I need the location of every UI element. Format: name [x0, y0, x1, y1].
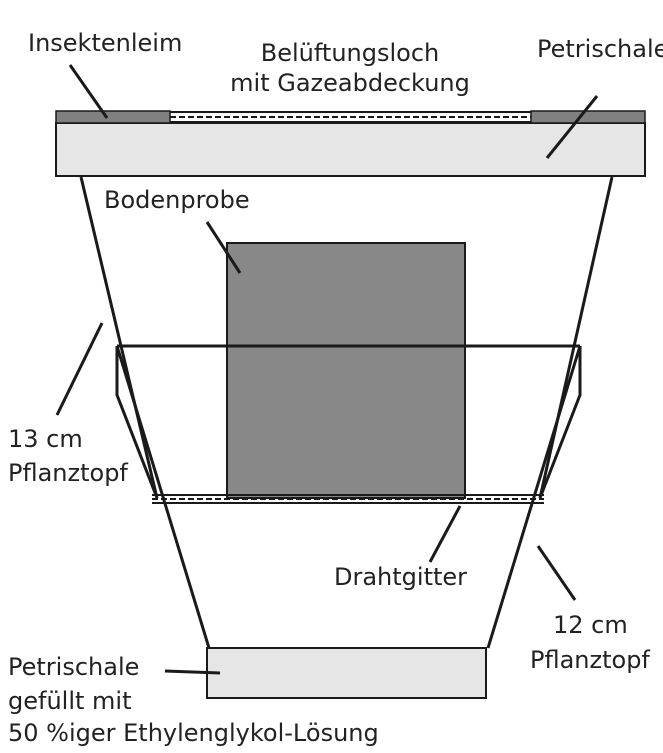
soil-sample	[226, 242, 466, 499]
insect-glue-right	[530, 110, 646, 124]
label-bodenprobe: Bodenprobe	[104, 186, 250, 214]
pot-13cm	[79, 176, 614, 499]
leader-pot12	[536, 545, 577, 601]
label-ethylenglykol: 50 %iger Ethylenglykol-Lösung	[8, 719, 379, 747]
label-drahtgitter: Drahtgitter	[334, 563, 468, 591]
pot-12cm	[115, 345, 582, 649]
top-petri-dish	[55, 122, 646, 177]
label-vent-line2: mit Gazeabdeckung	[230, 69, 470, 97]
label-pot12-size: 12 cm	[553, 611, 628, 639]
label-petrischale-bottom: Petrischale	[8, 653, 140, 681]
wire-mesh	[152, 494, 544, 504]
insect-glue-left	[55, 110, 171, 124]
label-insektenleim: Insektenleim	[28, 29, 183, 57]
bottom-petri-dish	[206, 647, 487, 699]
leader-bodenprobe	[205, 221, 242, 274]
leader-pot13	[55, 322, 104, 416]
label-petrischale-top: Petrischale	[537, 35, 663, 63]
label-pot12-name: Pflanztopf	[530, 646, 650, 674]
label-pot13-name: Pflanztopf	[8, 459, 128, 487]
leader-petrischale-top	[545, 95, 599, 159]
label-pot13-size: 13 cm	[8, 425, 83, 453]
leader-petrischale-bottom	[164, 669, 221, 675]
label-gefuellt-mit: gefüllt mit	[8, 687, 132, 715]
vent-gauze	[170, 111, 531, 123]
label-vent-line1: Belüftungsloch	[260, 39, 440, 67]
leader-insektenleim	[68, 64, 109, 119]
leader-drahtgitter	[428, 505, 462, 563]
